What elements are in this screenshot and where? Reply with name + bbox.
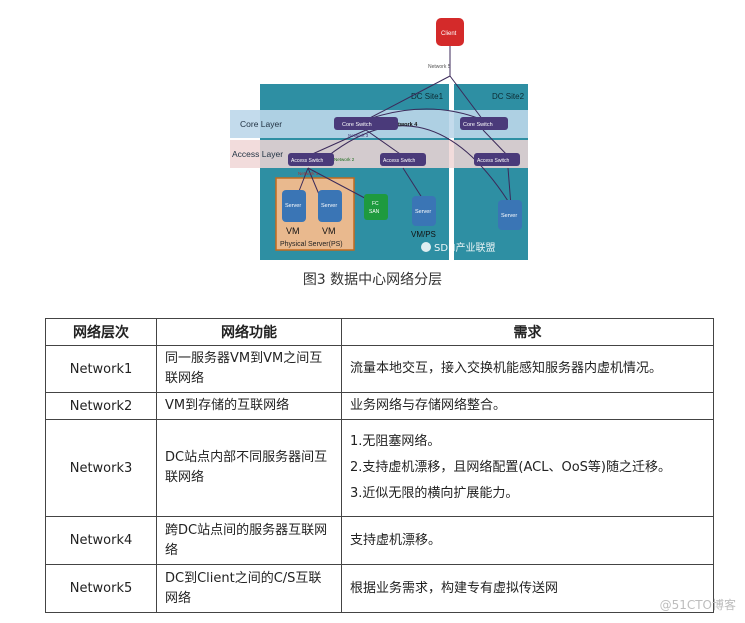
requirement-line: 3.近似无限的横向扩展能力。 xyxy=(350,486,519,501)
requirement-line: 2.支持虚机漂移，且网络配置(ACL、OoS等)随之迁移。 xyxy=(350,460,671,475)
table-header-row: 网络层次 网络功能 需求 xyxy=(45,318,714,346)
diagram-watermark: SDN产业联盟 xyxy=(434,241,496,254)
core-switch-site2-label: Core Switch xyxy=(463,122,493,128)
requirement-cell: 根据业务需求，构建专有虚拟传送网 xyxy=(341,564,714,613)
table-row: Network5 DC到Client之间的C/S互联网络 根据业务需求，构建专有… xyxy=(45,564,714,613)
table-row: Network2 VM到存储的互联网络 业务网络与存储网络整合。 xyxy=(45,392,714,420)
requirement-line: 1.无阻塞网络。 xyxy=(350,434,441,449)
access-switch-3 xyxy=(474,153,520,166)
table-row: Network4 跨DC站点间的服务器互联网络 支持虚机漂移。 xyxy=(45,516,714,565)
fc-san-label-2: SAN xyxy=(369,209,380,215)
network5-label: Network 5 xyxy=(428,64,451,70)
core-switch-site1-label: Core Switch xyxy=(342,122,372,128)
server-vmps-label: Server xyxy=(415,209,431,215)
layer-cell: Network2 xyxy=(45,392,157,420)
layer-cell: Network4 xyxy=(45,516,157,565)
vmps-label: VM/PS xyxy=(411,230,436,239)
function-cell: 跨DC站点间的服务器互联网络 xyxy=(156,516,342,565)
server-vm2 xyxy=(318,190,342,222)
network4-label: Network 4 xyxy=(391,122,418,128)
layer-cell: Network3 xyxy=(45,419,157,517)
header-layer: 网络层次 xyxy=(45,318,157,346)
function-cell: 同一服务器VM到VM之间互联网络 xyxy=(156,345,342,393)
requirement-cell: 流量本地交互，接入交换机能感知服务器内虚机情况。 xyxy=(341,345,714,393)
wechat-icon xyxy=(421,242,431,252)
server-site2 xyxy=(498,200,522,230)
function-cell: VM到存储的互联网络 xyxy=(156,392,342,420)
function-cell: DC站点内部不同服务器间互联网络 xyxy=(156,419,342,517)
dc-site1-label: DC Site1 xyxy=(411,92,444,101)
access-switch-1-label: Access Switch xyxy=(291,158,323,164)
access-switch-2 xyxy=(380,153,426,166)
vm1-label: VM xyxy=(286,226,300,236)
fc-san-node xyxy=(364,194,388,220)
access-switch-3-label: Access Switch xyxy=(477,158,509,164)
network1-label: Network 1 xyxy=(298,171,319,176)
server-site2-label: Server xyxy=(501,213,517,219)
server-vm1-label: Server xyxy=(285,203,301,209)
vm2-label: VM xyxy=(322,226,336,236)
core-switch-site2 xyxy=(460,117,508,130)
core-switch-site1 xyxy=(334,117,398,130)
table-row: Network3 DC站点内部不同服务器间互联网络 1.无阻塞网络。 2.支持虚… xyxy=(45,419,714,517)
physical-server-label: Physical Server(PS) xyxy=(280,241,343,248)
table-row: Network1 同一服务器VM到VM之间互联网络 流量本地交互，接入交换机能感… xyxy=(45,345,714,393)
fc-san-label-1: FC xyxy=(372,201,379,207)
site-watermark: @51CTO博客 xyxy=(659,598,736,612)
client-label: Client xyxy=(441,31,457,37)
network3-label: Network 3 xyxy=(348,133,369,138)
access-switch-1 xyxy=(288,153,334,166)
function-cell: DC到Client之间的C/S互联网络 xyxy=(156,564,342,613)
access-switch-2-label: Access Switch xyxy=(383,158,415,164)
dc-site2-label: DC Site2 xyxy=(492,92,525,101)
core-layer-label: Core Layer xyxy=(240,119,282,129)
access-layer-label: Access Layer xyxy=(232,149,283,159)
layer-cell: Network5 xyxy=(45,564,157,613)
server-vm2-label: Server xyxy=(321,203,337,209)
network-table: 网络层次 网络功能 需求 Network1 同一服务器VM到VM之间互联网络 流… xyxy=(45,318,714,613)
network2-label: Network 2 xyxy=(334,157,355,162)
layer-cell: Network1 xyxy=(45,345,157,393)
server-vm1 xyxy=(282,190,306,222)
header-function: 网络功能 xyxy=(156,318,342,346)
network-diagram: DC Site1 DC Site2 Core Layer Access Laye… xyxy=(230,18,528,260)
header-requirement: 需求 xyxy=(341,318,714,346)
requirement-cell: 业务网络与存储网络整合。 xyxy=(341,392,714,420)
figure-caption: 图3 数据中心网络分层 xyxy=(302,272,443,288)
server-vmps xyxy=(412,196,436,226)
client-node xyxy=(436,18,464,46)
requirement-cell: 支持虚机漂移。 xyxy=(341,516,714,565)
requirement-cell: 1.无阻塞网络。 2.支持虚机漂移，且网络配置(ACL、OoS等)随之迁移。 3… xyxy=(341,419,714,517)
